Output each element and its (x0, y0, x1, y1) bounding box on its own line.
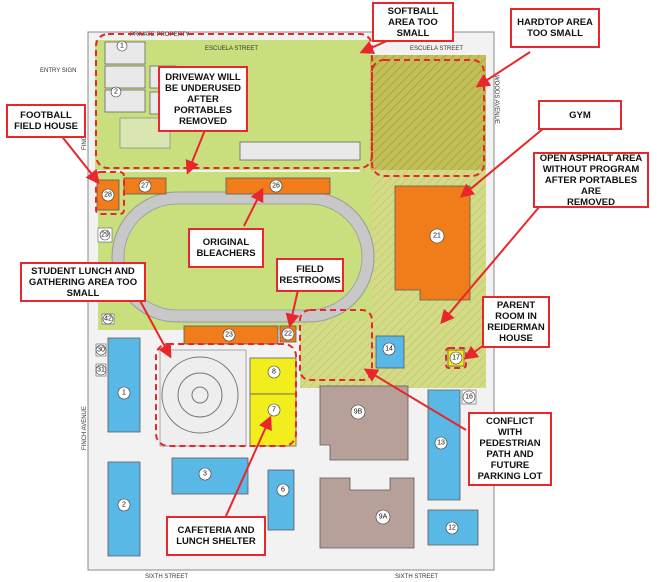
callout-bleachers: ORIGINAL BLEACHERS (188, 228, 264, 268)
callout-cafeteria-text: CAFETERIA AND LUNCH SHELTER (176, 525, 256, 547)
building-label-26: 26 (272, 183, 280, 190)
building-label-28: 28 (104, 192, 112, 199)
building-label-12: 12 (448, 525, 456, 532)
callout-restrooms-text: FIELD RESTROOMS (279, 264, 341, 286)
conflict-area-outline (299, 309, 373, 381)
callout-conflict: CONFLICT WITH PEDESTRIAN PATH AND FUTURE… (468, 412, 552, 486)
portable-label-1: 1 (120, 43, 124, 50)
callout-hardtop-text: HARDTOP AREA TOO SMALL (517, 17, 593, 39)
callout-softball: SOFTBALL AREA TOO SMALL (372, 2, 454, 42)
callout-softball-text: SOFTBALL AREA TOO SMALL (387, 5, 439, 39)
football-field-house-outline (95, 171, 125, 215)
softball-area-outline (95, 33, 373, 169)
building-label-30: 30 (97, 347, 105, 354)
callout-driveway: DRIVEWAY WILL BE UNDERUSED AFTER PORTABL… (158, 66, 248, 132)
hardtop-area (370, 55, 486, 200)
callout-asphalt: OPEN ASPHALT AREA WITHOUT PROGRAM AFTER … (533, 152, 649, 208)
callout-restrooms: FIELD RESTROOMS (276, 258, 344, 292)
building-9a[interactable] (319, 477, 415, 549)
callout-parent-room-text: PARENT ROOM IN REIDERMAN HOUSE (487, 300, 545, 344)
building-label-7: 7 (272, 407, 276, 414)
building-label-27: 27 (141, 183, 149, 190)
callout-cafeteria: CAFETERIA AND LUNCH SHELTER (166, 516, 266, 556)
building-label-1: 1 (122, 390, 126, 397)
lunch-area-outline (155, 343, 297, 447)
callout-driveway-text: DRIVEWAY WILL BE UNDERUSED AFTER PORTABL… (164, 71, 241, 127)
callout-football-field-house-text: FOOTBALL FIELD HOUSE (14, 110, 78, 132)
building-label-22: 22 (284, 331, 292, 338)
street-label-escuela-left: ESCUELA STREET (205, 46, 258, 52)
building-label-23: 23 (225, 332, 233, 339)
building-label-21: 21 (433, 233, 441, 240)
portable-label-2: 2 (114, 89, 118, 96)
callout-football-field-house: FOOTBALL FIELD HOUSE (6, 104, 86, 138)
callout-conflict-text: CONFLICT WITH PEDESTRIAN PATH AND FUTURE… (477, 416, 543, 482)
street-label-finch-lower: FINCH AVENUE (82, 406, 88, 450)
street-label-escuela-right: ESCUELA STREET (410, 46, 463, 52)
building-label-14: 14 (385, 346, 393, 353)
building-labels: 1 2 3 6 7 8 9A 9B 12 13 14 16 17 21 22 2… (95, 40, 476, 535)
street-label-sixth-right: SIXTH STREET (395, 574, 438, 580)
building-label-6: 6 (281, 487, 285, 494)
building-label-13: 13 (437, 440, 445, 447)
building-label-2: 2 (122, 502, 126, 509)
callout-asphalt-text: OPEN ASPHALT AREA WITHOUT PROGRAM AFTER … (539, 152, 643, 208)
callout-gym-text: GYM (569, 109, 591, 121)
hardtop-area-outline (371, 59, 485, 177)
street-label-sixth-left: SIXTH STREET (145, 574, 188, 580)
building-label-3: 3 (203, 471, 207, 478)
building-9b[interactable] (319, 385, 409, 461)
building-label-9a: 9A (379, 514, 388, 521)
callout-lunch-gathering: STUDENT LUNCH AND GATHERING AREA TOO SMA… (20, 262, 146, 302)
building-label-17: 17 (452, 355, 460, 362)
building-label-8: 8 (272, 369, 276, 376)
callout-leaders (59, 35, 545, 517)
building-6[interactable] (267, 469, 295, 531)
building-1[interactable] (107, 337, 141, 433)
callout-gym: GYM (538, 100, 622, 130)
building-7[interactable] (249, 393, 297, 447)
lunch-shelter-courtyard (159, 349, 247, 447)
street-label-woods: WOODS AVENUE (493, 75, 499, 124)
building-label-29: 29 (101, 232, 109, 239)
building-label-31: 31 (97, 367, 105, 374)
problem-area-outlines (95, 33, 485, 447)
building-label-16: 16 (465, 394, 473, 401)
building-label-42: 42 (104, 316, 112, 323)
callout-parent-room: PARENT ROOM IN REIDERMAN HOUSE (482, 296, 550, 348)
building-21-gym[interactable] (394, 185, 471, 301)
callout-bleachers-text: ORIGINAL BLEACHERS (196, 237, 256, 259)
street-label-entry-sign: ENTRY SIGN (40, 68, 76, 74)
callout-lunch-gathering-text: STUDENT LUNCH AND GATHERING AREA TOO SMA… (28, 265, 138, 299)
building-label-9b: 9B (354, 409, 363, 416)
callout-hardtop: HARDTOP AREA TOO SMALL (510, 8, 600, 48)
